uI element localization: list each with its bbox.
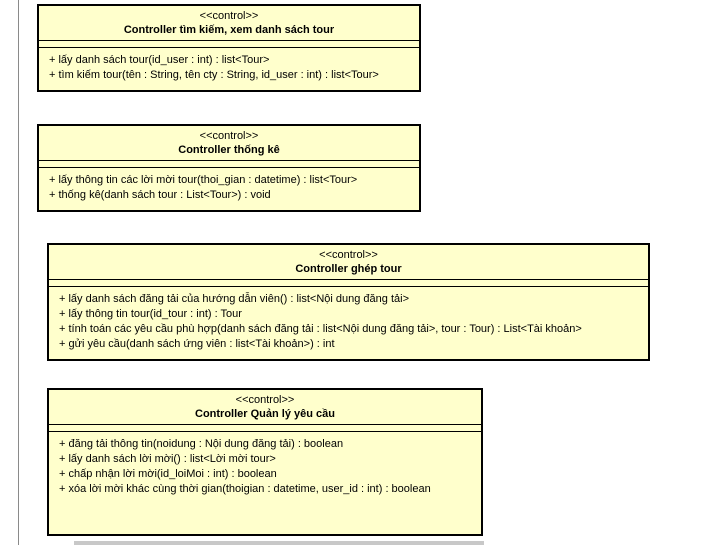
- operation-compartment: + lấy danh sách tour(id_user : int) : li…: [39, 48, 419, 83]
- operation: + đăng tải thông tin(noidung : Nội dung …: [59, 438, 344, 450]
- class-box-tour-search-controller[interactable]: <<control>> Controller tìm kiếm, xem dan…: [37, 4, 421, 92]
- horizontal-scrollbar[interactable]: [74, 541, 484, 545]
- canvas-left-border: [18, 0, 19, 545]
- class-header: <<control>> Controller Quản lý yêu cầu: [49, 390, 481, 424]
- operation-separator: [39, 47, 419, 48]
- class-box-request-management-controller[interactable]: <<control>> Controller Quản lý yêu cầu +…: [47, 388, 483, 536]
- operation: + gửi yêu cầu(danh sách ứng viên : list<…: [59, 338, 335, 350]
- class-name: Controller ghép tour: [295, 263, 402, 275]
- operation-compartment: + lấy thông tin các lời mời tour(thoi_gi…: [39, 168, 419, 203]
- operation: + lấy danh sách đăng tải của hướng dẫn v…: [59, 293, 410, 305]
- operation: + xóa lời mời khác cùng thời gian(thoigi…: [59, 483, 431, 495]
- operation-compartment: + đăng tải thông tin(noidung : Nội dung …: [49, 432, 481, 497]
- operation: + lấy thông tin các lời mời tour(thoi_gi…: [49, 174, 358, 186]
- class-stereotype: <<control>>: [199, 10, 259, 22]
- operation-compartment: + lấy danh sách đăng tải của hướng dẫn v…: [49, 287, 648, 352]
- operation: + lấy danh sách tour(id_user : int) : li…: [49, 54, 270, 66]
- class-stereotype: <<control>>: [199, 130, 259, 142]
- class-header: <<control>> Controller ghép tour: [49, 245, 648, 279]
- operation: + lấy thông tin tour(id_tour : int) : To…: [59, 308, 242, 320]
- class-name: Controller thống kê: [178, 144, 280, 156]
- class-header: <<control>> Controller tìm kiếm, xem dan…: [39, 6, 419, 40]
- class-stereotype: <<control>>: [235, 394, 295, 406]
- class-box-tour-matching-controller[interactable]: <<control>> Controller ghép tour + lấy d…: [47, 243, 650, 361]
- class-box-statistics-controller[interactable]: <<control>> Controller thống kê + lấy th…: [37, 124, 421, 212]
- attribute-separator: [39, 40, 419, 41]
- operation-separator: [39, 167, 419, 168]
- operation: + tìm kiếm tour(tên : String, tên cty : …: [49, 69, 379, 81]
- operation: + thống kê(danh sách tour : List<Tour>) …: [49, 189, 271, 201]
- attribute-separator: [39, 160, 419, 161]
- attribute-separator: [49, 424, 481, 425]
- attribute-separator: [49, 279, 648, 280]
- operation: + chấp nhận lời mời(id_loiMoi : int) : b…: [59, 468, 277, 480]
- class-header: <<control>> Controller thống kê: [39, 126, 419, 160]
- class-name: Controller tìm kiếm, xem danh sách tour: [123, 24, 335, 36]
- class-name: Controller Quản lý yêu cầu: [195, 408, 335, 420]
- operation: + tính toán các yêu cầu phù hợp(danh sác…: [59, 323, 582, 335]
- class-stereotype: <<control>>: [319, 249, 378, 261]
- operation-separator: [49, 286, 648, 287]
- operation-separator: [49, 431, 481, 432]
- operation: + lấy danh sách lời mời() : list<Lời mời…: [59, 453, 276, 465]
